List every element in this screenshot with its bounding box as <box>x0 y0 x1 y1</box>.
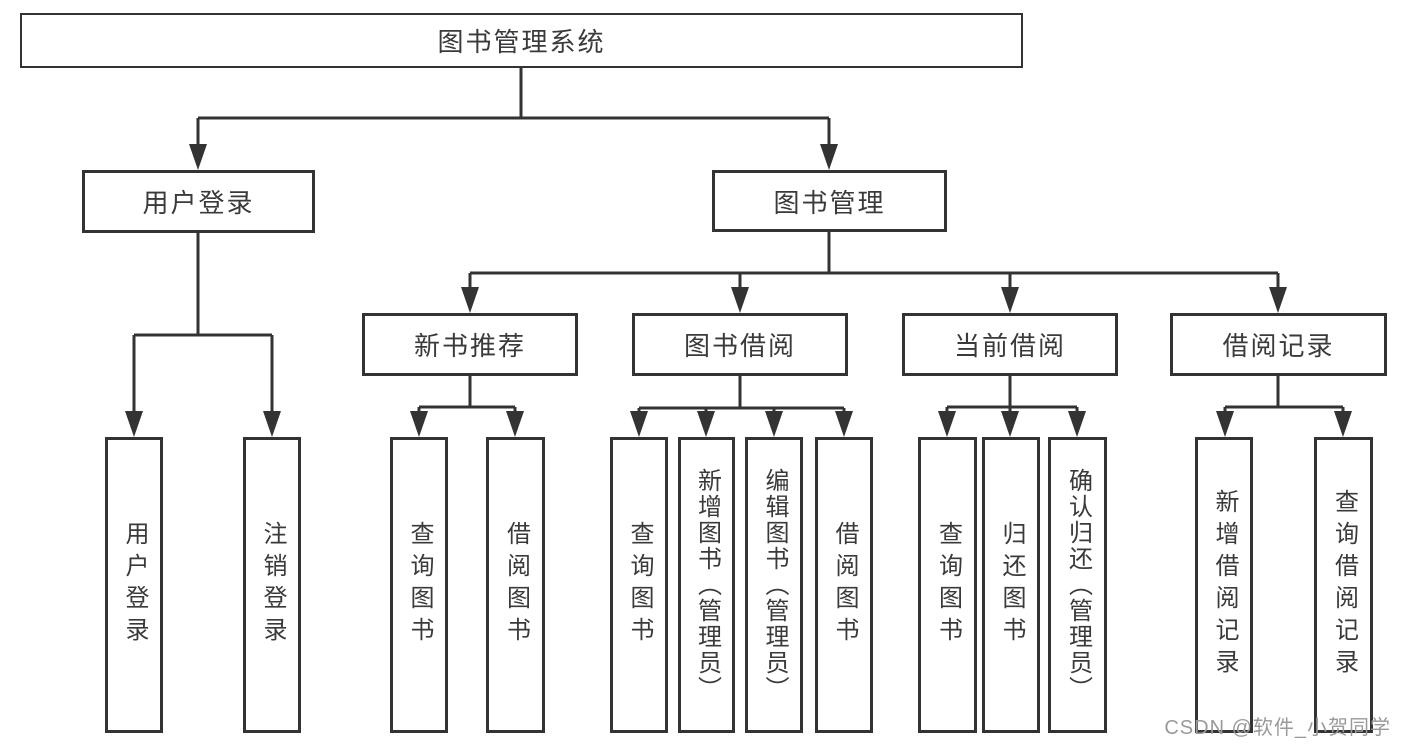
leaf-label: 新增图书（管理员） <box>693 468 721 702</box>
leaf-label: 归还图书 <box>998 521 1025 649</box>
leaf-label: 确认归还（管理员） <box>1064 468 1092 702</box>
node-label: 当前借阅 <box>953 331 1066 361</box>
csdn-watermark: CSDN @软件_小贺同学 <box>1164 717 1391 739</box>
node-current-borrowing: 当前借阅 <box>902 313 1118 376</box>
leaf-user-login: 用户登录 <box>105 437 163 733</box>
node-label: 用户登录 <box>142 188 255 218</box>
leaf-label: 借阅图书 <box>831 521 858 649</box>
leaf-label: 借阅图书 <box>502 521 530 649</box>
leaf-query-books-recommend: 查询图书 <box>390 437 448 733</box>
leaf-borrow-books: 借阅图书 <box>815 437 873 733</box>
leaf-confirm-return-admin: 确认归还（管理员） <box>1048 437 1107 733</box>
leaf-label: 查询图书 <box>626 521 653 649</box>
node-book-management: 图书管理 <box>712 170 947 232</box>
node-new-book-recommend: 新书推荐 <box>362 313 578 376</box>
node-label: 图书管理系统 <box>437 27 606 57</box>
leaf-query-borrow-record: 查询借阅记录 <box>1314 437 1373 733</box>
leaf-label: 注销登录 <box>259 521 286 649</box>
leaf-edit-book-admin: 编辑图书（管理员） <box>745 437 803 733</box>
leaf-label: 编辑图书（管理员） <box>761 468 788 702</box>
node-book-borrowing: 图书借阅 <box>632 313 848 376</box>
leaf-borrow-books-recommend: 借阅图书 <box>486 437 545 733</box>
node-borrow-records: 借阅记录 <box>1170 313 1387 376</box>
node-user-login-branch: 用户登录 <box>82 170 315 233</box>
leaf-return-books: 归还图书 <box>982 437 1040 733</box>
node-book-management-system: 图书管理系统 <box>20 13 1023 68</box>
node-label: 新书推荐 <box>413 331 526 361</box>
leaf-add-book-admin: 新增图书（管理员） <box>678 437 735 733</box>
leaf-label: 用户登录 <box>121 521 148 649</box>
leaf-label: 查询图书 <box>934 521 962 649</box>
node-label: 借阅记录 <box>1222 331 1335 361</box>
node-label: 图书管理 <box>773 187 886 218</box>
leaf-label: 查询图书 <box>406 521 433 649</box>
leaf-label: 查询借阅记录 <box>1330 489 1358 681</box>
leaf-query-books-current: 查询图书 <box>918 437 977 733</box>
leaf-query-books-borrowing: 查询图书 <box>610 437 668 733</box>
node-label: 图书借阅 <box>683 331 796 361</box>
leaf-add-borrow-record: 新增借阅记录 <box>1195 437 1253 733</box>
leaf-label: 新增借阅记录 <box>1211 489 1238 681</box>
leaf-logout: 注销登录 <box>243 437 301 733</box>
